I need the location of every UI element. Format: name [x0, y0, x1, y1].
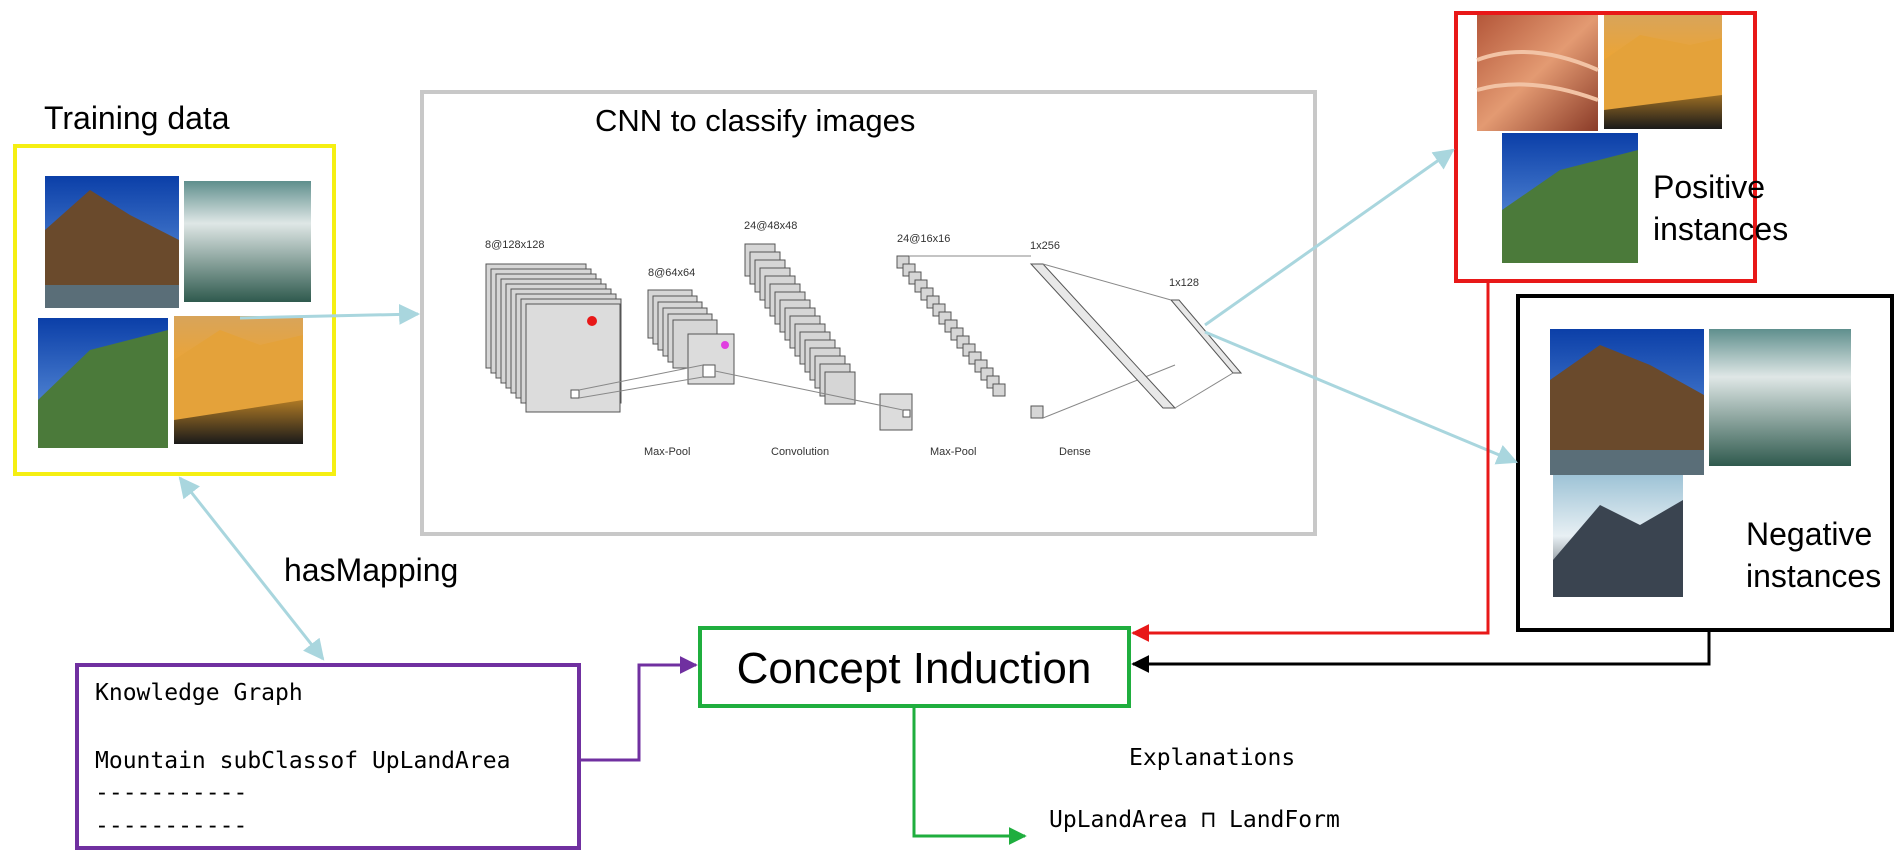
positive-image-3 [1502, 133, 1638, 263]
has-mapping-label: hasMapping [284, 552, 458, 588]
training-image-4 [174, 316, 303, 444]
knowledge-graph-placeholder: ----------- [95, 780, 247, 806]
knowledge-graph-box [75, 663, 581, 850]
cnn-layer-label: Dense [1059, 446, 1091, 458]
training-data-box [13, 144, 336, 476]
negative-image-3 [1553, 475, 1683, 597]
arrow-kg-to-concept [579, 656, 698, 762]
arrow-training-to-cnn [239, 303, 421, 325]
negative-instances-box [1516, 294, 1894, 632]
cnn-layer-label: Max-Pool [930, 446, 976, 458]
cnn-activation-red [587, 316, 597, 326]
arrow-cnn-to-negative [1204, 330, 1518, 465]
cnn-activation-pink [721, 341, 729, 349]
knowledge-graph-placeholder: ----------- [95, 813, 247, 839]
negative-image-2 [1709, 329, 1851, 466]
negative-instances-label: Negative instances [1746, 516, 1881, 594]
explanation-result: UpLandArea ⊓ LandForm [1049, 807, 1340, 833]
cnn-title: CNN to classify images [595, 103, 915, 138]
training-data-label: Training data [44, 100, 230, 136]
arrow-cnn-to-positive [1204, 148, 1455, 327]
negative-image-1 [1550, 329, 1704, 475]
cnn-conv2-stack [744, 243, 913, 431]
arrow-concept-to-explanation [912, 708, 1027, 845]
training-image-1 [45, 176, 179, 308]
knowledge-graph-axiom: Mountain subClassof UpLandArea [95, 748, 510, 774]
training-image-2 [184, 181, 311, 302]
cnn-dim-label: 8@128x128 [485, 239, 545, 251]
concept-induction-box [698, 626, 1131, 708]
cnn-dim-label: 1x256 [1030, 240, 1060, 252]
explanations-heading: Explanations [1129, 745, 1295, 771]
positive-instances-box [1454, 11, 1757, 283]
positive-instances-label: Positive instances [1653, 169, 1788, 247]
arrow-positive-to-concept [1131, 283, 1490, 642]
cnn-pool2-stack [896, 255, 1044, 419]
cnn-dim-label: 8@64x64 [648, 267, 695, 279]
knowledge-graph-title: Knowledge Graph [95, 680, 303, 706]
training-image-3 [38, 318, 168, 448]
positive-image-1 [1476, 15, 1599, 131]
arrow-has-mapping [178, 476, 325, 661]
cnn-conv1-stack [485, 263, 622, 413]
cnn-dim-label: 24@48x48 [744, 220, 797, 232]
cnn-dense-128 [1169, 299, 1243, 374]
cnn-dim-label: 1x128 [1169, 277, 1199, 289]
cnn-dim-label: 24@16x16 [897, 233, 950, 245]
cnn-layer-label: Max-Pool [644, 446, 690, 458]
concept-induction-label: Concept Induction [737, 644, 1092, 693]
positive-image-2 [1604, 15, 1722, 129]
cnn-pool1-stack [647, 289, 735, 385]
cnn-layer-label: Convolution [771, 446, 829, 458]
arrow-negative-to-concept [1131, 632, 1711, 673]
